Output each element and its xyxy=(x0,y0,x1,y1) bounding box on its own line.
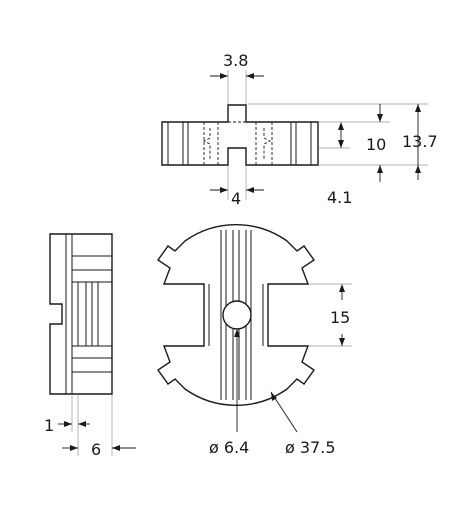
top-view-body xyxy=(161,104,319,166)
front-view: 15 ø 6.4 ø 37.5 xyxy=(157,224,352,457)
dim-overall-height: 13.7 xyxy=(402,132,438,151)
side-view: 1 6 xyxy=(44,233,136,459)
side-view-body xyxy=(49,233,113,395)
top-view: 3.8 4 10 13.7 4.1 xyxy=(161,51,438,208)
dim-inner-height: 10 xyxy=(366,135,386,154)
dim-top-slot-width: 3.8 xyxy=(223,51,248,70)
dim-outer-diameter: ø 37.5 xyxy=(285,438,336,457)
dim-slot-height: 15 xyxy=(330,308,350,327)
dim-side-inner-thickness: 1 xyxy=(44,416,54,435)
dim-side-width: 6 xyxy=(91,440,101,459)
center-hole xyxy=(222,300,252,330)
dim-bottom-offset: 4.1 xyxy=(327,188,352,207)
dim-bottom-slot-width: 4 xyxy=(231,189,241,208)
dim-hole-diameter: ø 6.4 xyxy=(209,438,249,457)
